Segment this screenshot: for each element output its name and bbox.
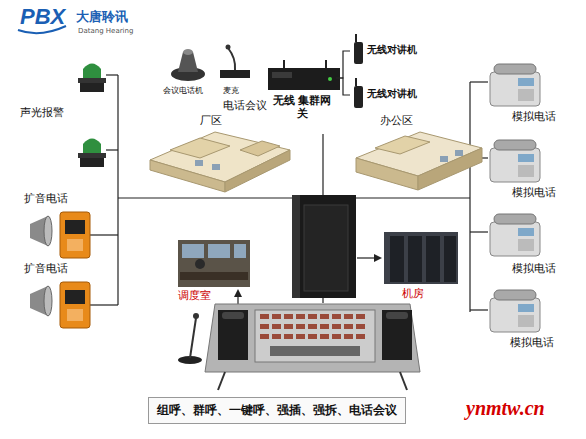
dispatch-room-photo bbox=[178, 240, 250, 287]
loudspeaker-phone bbox=[30, 212, 90, 258]
node-text: 厂区 bbox=[200, 114, 222, 127]
device-label: 模拟电话 bbox=[510, 336, 554, 349]
room-label: 机房 bbox=[402, 287, 426, 303]
alarm-icon bbox=[78, 64, 106, 93]
watermark: ynmtw.cn bbox=[466, 396, 545, 420]
arrow-head bbox=[234, 289, 242, 297]
node-text: 机房 bbox=[402, 287, 424, 300]
node-text: 调度室 bbox=[178, 289, 211, 302]
dispatch-console bbox=[205, 304, 420, 390]
device-label: 模拟电话 bbox=[512, 186, 556, 199]
device-label: 模拟电话 bbox=[512, 262, 556, 275]
node-text: 无线对讲机 bbox=[367, 88, 417, 100]
area-label: 厂区 bbox=[200, 114, 224, 130]
node-text: 办公区 bbox=[380, 114, 413, 127]
logo-text: 大唐聆讯 bbox=[76, 9, 128, 25]
logo-subtitle: Datang Hearing bbox=[78, 27, 133, 35]
device-label: 扩音电话 bbox=[24, 192, 68, 205]
desk-microphone bbox=[178, 313, 202, 364]
room-label: 调度室 bbox=[178, 289, 213, 305]
conference-phone bbox=[171, 49, 205, 81]
caption-box: 组呼、群呼、一键呼、强插、强拆、电话会议 bbox=[148, 397, 406, 424]
gateway-device bbox=[268, 60, 340, 90]
alarm-icon bbox=[78, 139, 106, 168]
node-text: 无线 集群网关 bbox=[270, 94, 334, 120]
gateway-box: 无线 集群网关 bbox=[266, 64, 336, 123]
logo-text: PBX bbox=[20, 4, 65, 30]
server-cabinet bbox=[292, 195, 356, 298]
loudspeaker-phone bbox=[30, 282, 90, 328]
node-text: 无线对讲机 bbox=[367, 44, 417, 56]
office-building bbox=[356, 132, 482, 190]
radio-label: 无线对讲机 bbox=[350, 88, 419, 102]
conference-group: 会议电话机 麦克电话会议 bbox=[163, 86, 269, 115]
microphone bbox=[220, 45, 250, 79]
connector bbox=[336, 51, 350, 78]
node-text: 麦克 bbox=[223, 86, 239, 96]
node-text: 电话会议 bbox=[223, 99, 267, 112]
wire bbox=[90, 75, 488, 312]
area-label: 办公区 bbox=[380, 114, 415, 130]
factory-building bbox=[150, 132, 290, 192]
device-label: 声光报警 bbox=[20, 106, 64, 119]
device-label: 模拟电话 bbox=[512, 110, 556, 123]
device-label: 扩音电话 bbox=[24, 262, 68, 275]
caption: 组呼、群呼、一键呼、强插、强拆、电话会议 bbox=[157, 403, 397, 417]
radio-label: 无线对讲机 bbox=[350, 44, 419, 58]
machine-room-photo bbox=[384, 232, 458, 284]
arrow-head bbox=[374, 254, 382, 262]
connector bbox=[336, 78, 350, 95]
node-text: 会议电话机 bbox=[163, 86, 203, 96]
walkie-talkie bbox=[354, 34, 363, 108]
